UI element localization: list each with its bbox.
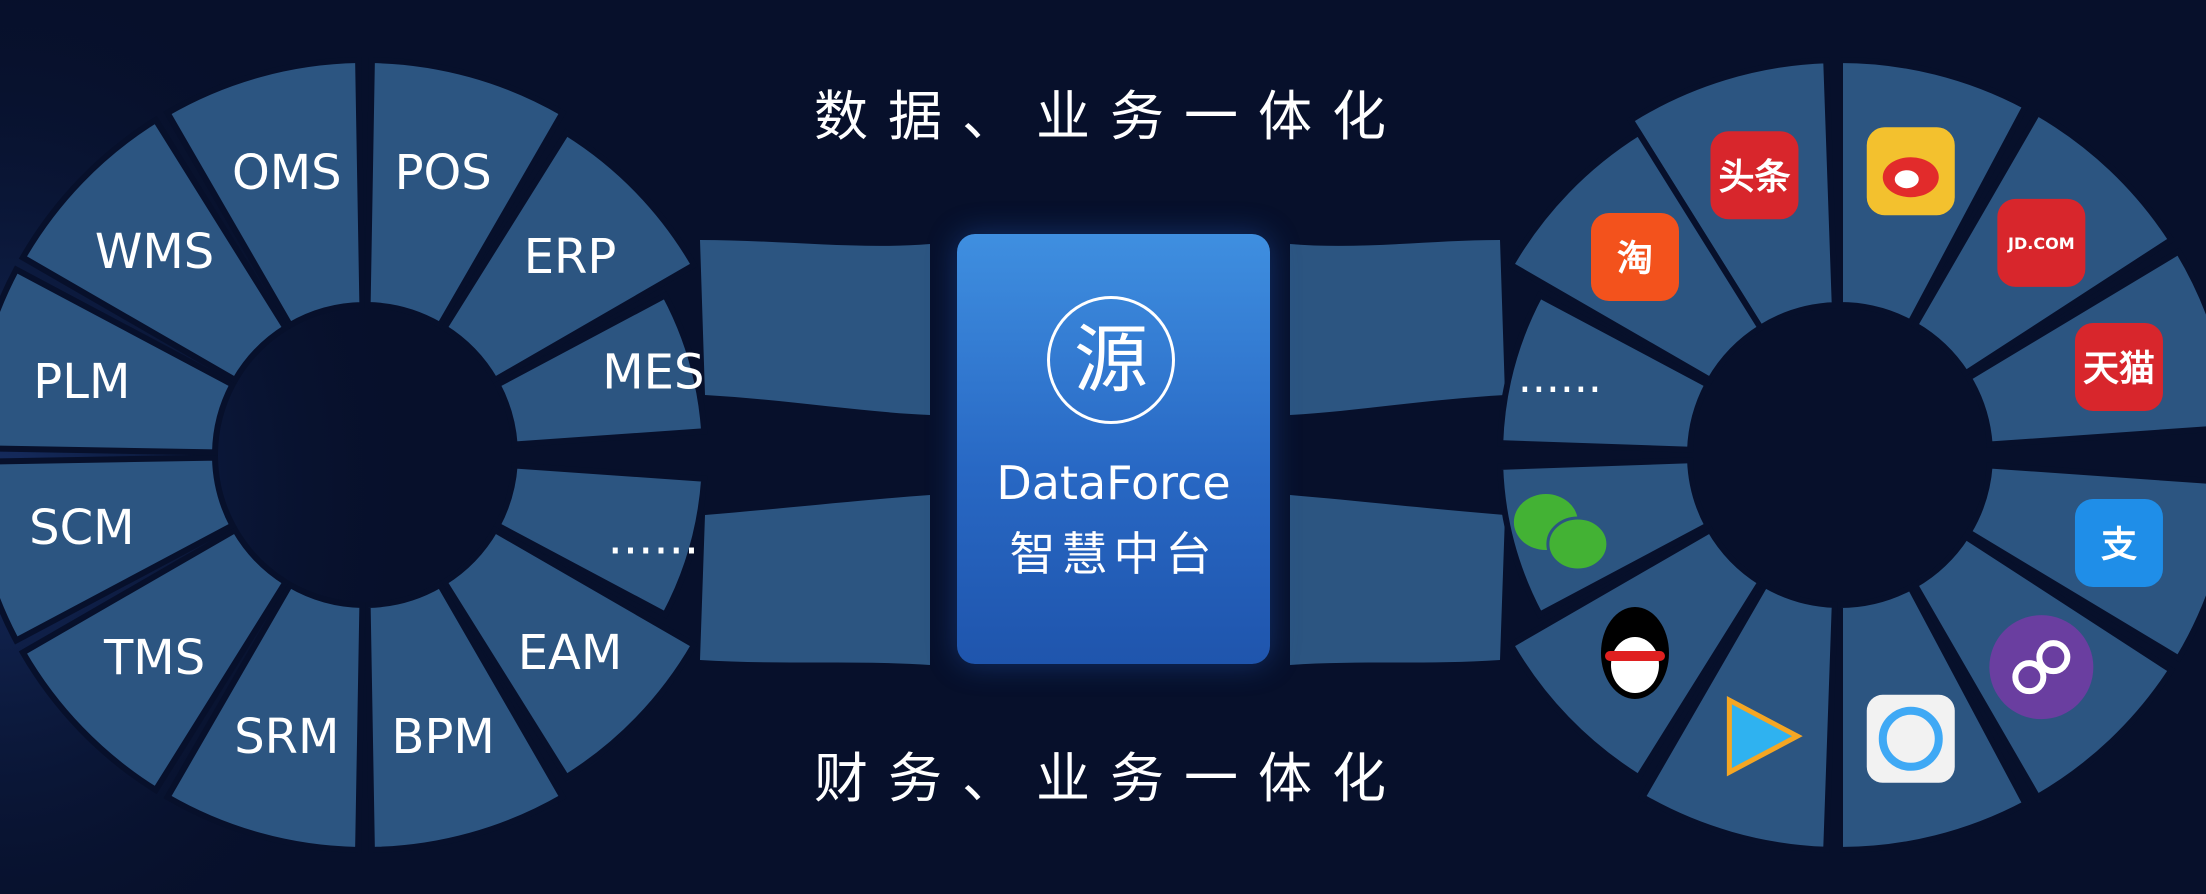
logo-glyph: 源 xyxy=(1074,317,1148,403)
system-label: SRM xyxy=(234,709,339,765)
left-connector-top xyxy=(700,240,930,415)
wechat-icon xyxy=(1513,494,1610,572)
left-segment xyxy=(493,462,708,619)
system-label: MES xyxy=(602,344,704,400)
brand-subtitle: 智慧中台 xyxy=(1009,527,1218,581)
left-segment xyxy=(163,580,366,853)
left-segment xyxy=(364,57,567,330)
left-segment xyxy=(0,265,237,456)
dataforce-logo-icon: 源 xyxy=(1047,296,1175,424)
alipay-icon-text: 支 xyxy=(2101,525,2137,566)
right-connector-top xyxy=(1290,240,1505,415)
dataforce-center-card: 源 DataForce 智慧中台 xyxy=(957,234,1270,664)
system-label: EAM xyxy=(518,625,623,681)
system-label: PLM xyxy=(33,354,130,410)
left-connector-bottom xyxy=(700,495,930,665)
right-connector-bottom xyxy=(1290,495,1505,665)
left-segment xyxy=(163,57,366,330)
left-segment xyxy=(440,128,699,385)
alipay-icon: 支 xyxy=(2074,498,2163,587)
left-segment xyxy=(0,454,237,645)
ellipsis-icon: ...... xyxy=(1518,352,1602,403)
system-label: SCM xyxy=(29,500,134,556)
tmall-icon: 天猫 xyxy=(2074,323,2163,412)
system-label: OMS xyxy=(232,145,342,201)
jd-icon: JD.COM xyxy=(1997,198,2086,287)
tmall-icon-text: 天猫 xyxy=(2083,349,2155,390)
left-segment xyxy=(364,580,567,853)
right-segment xyxy=(1497,291,1712,453)
taobao-icon: 淘 xyxy=(1590,213,1679,302)
more-apps-label: ...... xyxy=(1518,352,1602,403)
taobao-icon-text: 淘 xyxy=(1617,239,1653,280)
system-label: WMS xyxy=(95,224,214,280)
qq-icon xyxy=(1600,606,1669,699)
left-segment xyxy=(18,525,290,795)
toutiao-icon-text: 头条 xyxy=(1718,157,1790,198)
miniprogram-icon xyxy=(1989,615,2094,720)
jd-icon-text: JD.COM xyxy=(2007,234,2075,253)
left-segment xyxy=(440,525,699,782)
system-label: TMS xyxy=(103,630,205,686)
qq-browser-icon xyxy=(1866,694,1955,783)
headline-finance-business: 财务、业务一体化 xyxy=(814,747,1406,810)
system-label: ERP xyxy=(524,229,617,285)
system-label: POS xyxy=(395,145,492,201)
brand-name: DataForce xyxy=(996,456,1231,510)
left-segment xyxy=(18,115,290,385)
system-label: BPM xyxy=(392,709,495,765)
tencent-video-icon xyxy=(1726,696,1803,777)
left-ring: OMS POS ERP MES...... EAM BPM SRM TMS SCM PLM WMS xyxy=(0,57,930,853)
toutiao-icon: 头条 xyxy=(1710,131,1799,220)
weibo-icon xyxy=(1866,127,1955,216)
system-label: ...... xyxy=(608,510,700,566)
left-segment xyxy=(493,291,708,448)
headline-data-business: 数据、业务一体化 xyxy=(814,85,1406,148)
right-ring: 头条 JD.COM 天猫支...... 淘 xyxy=(1290,56,2206,854)
